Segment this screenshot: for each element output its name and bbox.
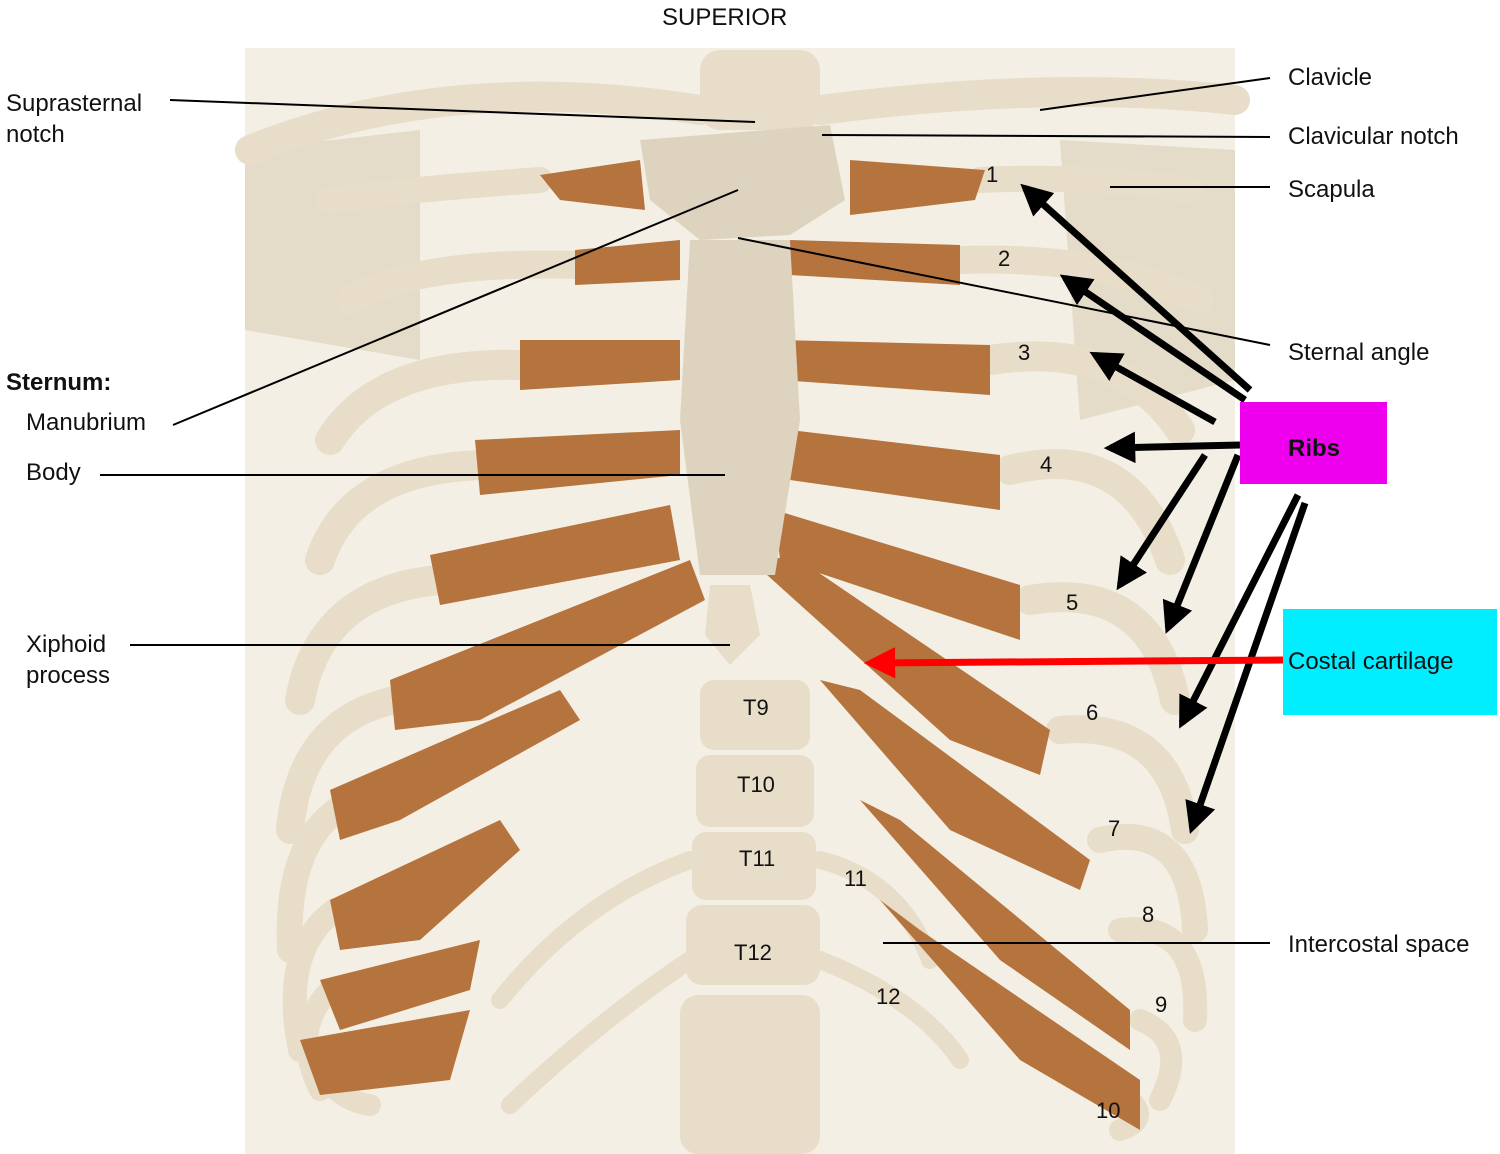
sternal-body [680, 240, 800, 575]
label-clavicle: Clavicle [1288, 64, 1373, 91]
rib-number-3: 3 [1018, 340, 1031, 365]
rib-number-8: 8 [1142, 902, 1155, 927]
arrow-rib-4 [1103, 431, 1241, 464]
label-suprasternal-notch-line2: notch [6, 121, 65, 148]
lumbar-vertebra [680, 995, 820, 1154]
label-manubrium: Manubrium [26, 409, 147, 436]
arrow-costal-cartilage [863, 647, 1285, 679]
orientation-label: SUPERIOR [662, 4, 788, 31]
leader-manubrium [172, 189, 739, 426]
rib-number-1: 1 [986, 162, 999, 187]
vertebra-label-t9: T9 [743, 695, 769, 720]
arrow-rib-1 [1020, 183, 1253, 393]
leader-clavicle [1039, 77, 1271, 111]
vertebra-label-t10: T10 [737, 772, 775, 797]
label-intercostal-space: Intercostal space [1288, 931, 1470, 958]
rib-number-10: 10 [1096, 1098, 1121, 1123]
rib-number-7: 7 [1108, 816, 1121, 841]
vertebra-label-t11: T11 [739, 846, 776, 871]
label-xiphoid-line2: process [26, 662, 111, 689]
clavicle-left [235, 81, 715, 165]
rib-number-6: 6 [1086, 700, 1099, 725]
rib-number-9: 9 [1155, 992, 1168, 1017]
arrow-rib-5 [1116, 453, 1208, 591]
rib-number-4: 4 [1040, 452, 1053, 477]
rib-arrows [1020, 183, 1309, 834]
leader-clavicular-notch [821, 134, 1271, 138]
manubrium [640, 125, 845, 240]
ribs-annotation-text: Ribs [1288, 435, 1341, 462]
rib-number-2: 2 [998, 246, 1011, 271]
arrow-rib-6 [1162, 453, 1242, 634]
label-xiphoid-line1: Xiphoid [26, 631, 107, 658]
leader-suprasternal-notch [169, 99, 756, 123]
rib-number-5: 5 [1066, 590, 1079, 615]
arrow-rib-3 [1089, 351, 1217, 426]
label-sternum-heading: Sternum: [6, 369, 112, 396]
label-scapula: Scapula [1288, 176, 1375, 203]
ribs-annotation-box: Ribs [1240, 402, 1387, 484]
label-clavicular-notch: Clavicular notch [1288, 123, 1459, 150]
costal-cartilage-annotation-text: Costal cartilage [1288, 648, 1454, 675]
label-sternal-angle: Sternal angle [1288, 339, 1430, 366]
arrow-rib-8 [1185, 501, 1309, 834]
costal-cartilages [300, 160, 1140, 1130]
scapula-left [245, 130, 420, 360]
clavicle-right [805, 77, 1250, 125]
arrow-rib-7 [1178, 493, 1302, 729]
vertebra-t12 [686, 905, 820, 985]
costal-cartilage-annotation-box: Costal cartilage [1283, 609, 1497, 715]
label-body: Body [26, 459, 81, 486]
vertebra-t11 [692, 832, 816, 900]
arrow-rib-2 [1059, 274, 1247, 403]
cervical-vertebra [700, 50, 820, 130]
vertebra-t9 [700, 680, 810, 750]
label-suprasternal-notch-line1: Suprasternal [6, 90, 143, 117]
rib-number-12: 12 [876, 984, 901, 1009]
vertebra-label-t12: T12 [734, 940, 772, 965]
vertebra-t10 [696, 755, 814, 827]
rib-number-11: 11 [844, 866, 867, 891]
